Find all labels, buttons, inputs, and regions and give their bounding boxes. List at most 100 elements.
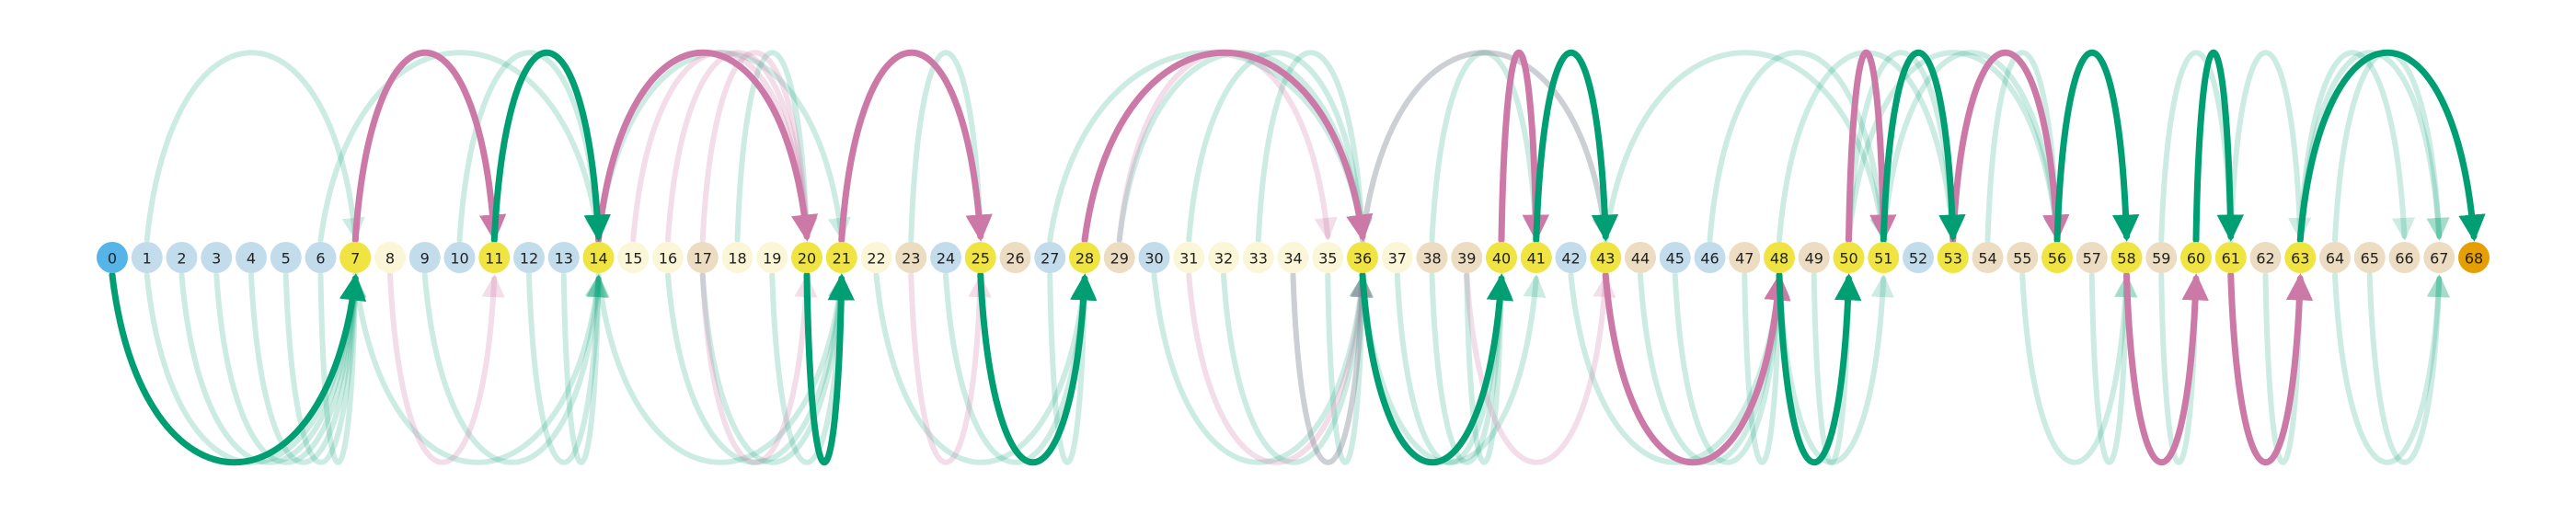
node-label-8: 8 [385, 250, 395, 268]
node-circle-11 [478, 242, 511, 273]
node-circle-40 [1486, 242, 1517, 273]
edge-pink-above-28-36 [1081, 49, 1374, 244]
node-49: 49 [1798, 242, 1830, 273]
node-circle-50 [1833, 242, 1865, 273]
edge-green-faint-above-33-36 [1255, 50, 1374, 243]
edge-green-above-63-68 [2296, 49, 2486, 244]
node-43: 43 [1590, 242, 1622, 273]
edge-green-faint-above-63-67 [2297, 50, 2450, 243]
node-circle-42 [1555, 242, 1587, 273]
edge-pink-faint-below-34-36 [1290, 272, 1374, 465]
edge-pink-below-61-63 [2227, 271, 2314, 465]
node-circle-67 [2423, 242, 2455, 273]
node-label-19: 19 [763, 250, 781, 268]
node-17: 17 [686, 242, 719, 273]
edge-green-faint-below-35-36 [1325, 272, 1374, 465]
node-31: 31 [1173, 242, 1205, 273]
node-40: 40 [1486, 242, 1517, 273]
node-circle-45 [1659, 242, 1691, 273]
edge-green-faint-below-45-48 [1672, 272, 1790, 465]
node-36: 36 [1347, 242, 1378, 273]
edge-green-below-20-21 [803, 271, 856, 466]
edge-green-faint-below-13-14 [560, 272, 610, 465]
node-circle-26 [999, 242, 1031, 273]
node-circle-36 [1347, 242, 1378, 273]
node-circle-48 [1764, 242, 1795, 273]
node-circle-30 [1138, 242, 1170, 273]
edge-pink-faint-below-17-20 [699, 272, 818, 465]
edge-green-faint-below-16-21 [665, 272, 852, 465]
node-12: 12 [513, 242, 545, 273]
node-label-63: 63 [2291, 250, 2309, 268]
node-46: 46 [1694, 242, 1726, 273]
node-label-49: 49 [1805, 250, 1823, 268]
edge-green-faint-above-6-14 [317, 50, 608, 243]
node-7: 7 [339, 242, 372, 273]
node-label-4: 4 [247, 250, 256, 268]
node-circle-39 [1451, 242, 1483, 273]
node-label-5: 5 [282, 250, 291, 268]
node-circle-46 [1694, 242, 1726, 273]
node-circle-7 [339, 242, 372, 273]
node-label-17: 17 [694, 250, 712, 268]
edge-green-faint-below-22-28 [873, 272, 1095, 465]
node-circle-49 [1798, 242, 1830, 273]
node-51: 51 [1868, 242, 1900, 273]
node-circle-18 [721, 242, 753, 273]
node-2: 2 [166, 242, 198, 273]
node-label-37: 37 [1388, 250, 1407, 268]
node-47: 47 [1729, 242, 1761, 273]
edge-pink-above-50-51 [1846, 49, 1897, 244]
node-9: 9 [408, 242, 441, 273]
node-52: 52 [1903, 242, 1934, 273]
edge-green-faint-below-9-14 [421, 272, 609, 465]
node-62: 62 [2249, 242, 2282, 273]
node-label-30: 30 [1144, 250, 1163, 268]
node-label-22: 22 [867, 250, 885, 268]
edge-green-above-41-43 [1533, 50, 1619, 244]
node-circle-8 [374, 242, 406, 273]
node-label-64: 64 [2326, 250, 2344, 268]
node-label-67: 67 [2430, 250, 2448, 268]
edge-green-below-48-50 [1776, 271, 1862, 465]
node-circle-65 [2353, 242, 2386, 273]
node-circle-15 [617, 242, 650, 273]
node-label-24: 24 [937, 250, 955, 268]
node-13: 13 [547, 242, 580, 273]
node-label-55: 55 [2013, 250, 2031, 268]
node-label-29: 29 [1110, 250, 1129, 268]
node-21: 21 [825, 242, 857, 273]
node-circle-32 [1208, 242, 1239, 273]
node-label-11: 11 [485, 250, 503, 268]
node-circle-37 [1381, 242, 1413, 273]
node-circle-63 [2284, 242, 2317, 273]
node-circle-24 [930, 242, 961, 273]
node-18: 18 [721, 242, 753, 273]
edge-green-faint-below-2-7 [178, 272, 366, 465]
node-label-54: 54 [1978, 250, 1996, 268]
edge-pink-below-58-60 [2123, 271, 2209, 465]
edge-green-faint-above-36-43 [1360, 50, 1616, 243]
node-circle-9 [408, 242, 441, 273]
edge-pink-faint-above-36-43 [1360, 50, 1616, 243]
node-circle-19 [756, 242, 788, 273]
node-54: 54 [1972, 242, 2004, 273]
edge-green-faint-below-65-67 [2366, 272, 2451, 465]
node-circle-27 [1034, 242, 1066, 273]
node-circle-31 [1173, 242, 1205, 273]
node-label-9: 9 [420, 250, 430, 268]
edge-green-below-36-40 [1359, 271, 1514, 466]
node-label-66: 66 [2395, 250, 2413, 268]
node-48: 48 [1764, 242, 1795, 273]
node-label-13: 13 [555, 250, 573, 268]
node-50: 50 [1833, 242, 1865, 273]
edge-pink-above-14-20 [595, 49, 819, 244]
edge-green-faint-below-27-28 [1047, 272, 1097, 465]
node-5: 5 [270, 242, 302, 273]
node-30: 30 [1138, 242, 1170, 273]
edge-green-faint-below-24-28 [943, 272, 1096, 465]
node-circle-60 [2180, 242, 2212, 273]
node-4: 4 [236, 242, 267, 273]
node-circle-55 [2007, 242, 2039, 273]
